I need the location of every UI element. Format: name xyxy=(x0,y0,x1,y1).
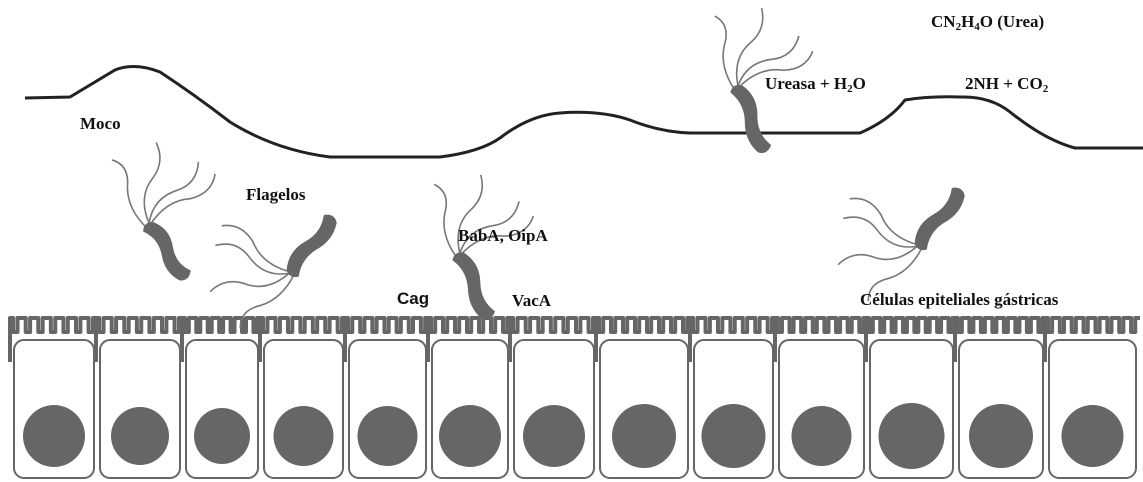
epithelial-cell xyxy=(345,318,430,478)
epithelial-cell xyxy=(182,318,262,478)
bacterium-body xyxy=(137,218,196,283)
bacterium-body xyxy=(911,183,967,255)
nucleus xyxy=(612,404,676,468)
epithelial-cell xyxy=(96,318,184,478)
flagellum xyxy=(699,14,753,90)
nucleus xyxy=(23,405,85,467)
bacterium-body xyxy=(447,249,502,322)
nucleus xyxy=(439,405,501,467)
nucleus xyxy=(702,404,766,468)
label-vaca: VacA xyxy=(512,292,551,309)
label-celulas-epiteliales: Células epiteliales gástricas xyxy=(860,291,1058,308)
label-baba-oipa: BabA, OipA xyxy=(458,227,548,244)
flagellum xyxy=(847,193,926,249)
nucleus xyxy=(792,406,852,466)
nucleus xyxy=(969,404,1033,468)
flagellum xyxy=(112,142,195,225)
nucleus xyxy=(194,408,250,464)
epithelial-cell xyxy=(690,318,777,478)
epithelial-cell xyxy=(1045,318,1140,478)
flagellum xyxy=(137,162,210,227)
label-moco: Moco xyxy=(80,115,121,132)
flagellum xyxy=(219,220,298,276)
nucleus xyxy=(111,407,169,465)
flagellum xyxy=(838,214,919,296)
bacterium-body xyxy=(283,210,339,282)
nucleus xyxy=(879,403,945,469)
epithelial-cell xyxy=(866,318,957,478)
nucleus xyxy=(1062,405,1124,467)
label-ureasa: Ureasa + H2O xyxy=(765,75,866,92)
epithelial-cell xyxy=(260,318,347,478)
epithelial-cell xyxy=(10,318,98,478)
flagellum xyxy=(210,241,291,323)
epithelial-cell-layer xyxy=(10,318,1140,478)
nucleus xyxy=(358,406,418,466)
epithelial-cell xyxy=(510,318,598,478)
label-urea-formula: CN2H4O (Urea) xyxy=(931,13,1044,30)
epithelial-cell xyxy=(428,318,512,478)
epithelial-cell xyxy=(596,318,692,478)
label-products: 2NH + CO2 xyxy=(965,75,1048,92)
epithelial-cell xyxy=(775,318,868,478)
label-cag: Cag xyxy=(397,290,429,307)
epithelial-cell xyxy=(955,318,1047,478)
nucleus xyxy=(274,406,334,466)
helicobacter-icon xyxy=(91,115,254,283)
flagellum xyxy=(419,182,475,258)
flagellum xyxy=(99,157,164,228)
bacterium-body xyxy=(724,82,777,155)
nucleus xyxy=(523,405,585,467)
label-flagelos: Flagelos xyxy=(246,186,306,203)
